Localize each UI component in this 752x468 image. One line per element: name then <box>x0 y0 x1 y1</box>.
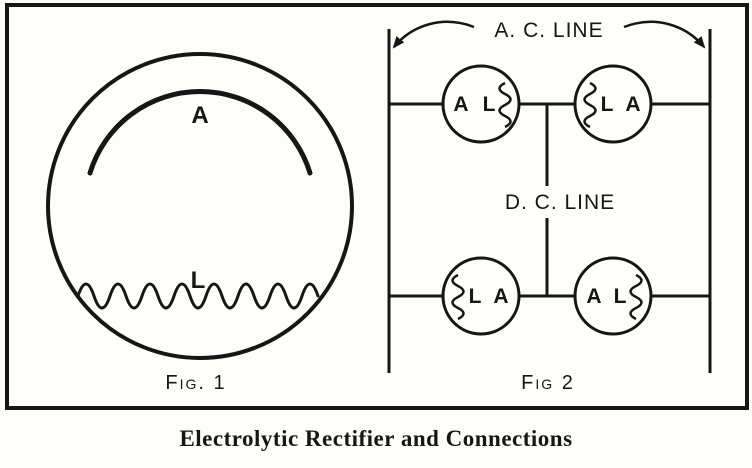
fig1-lead-electrode-label: L <box>191 267 206 294</box>
lead-electrode-squiggle <box>629 273 643 321</box>
fig1-aluminum-electrode-label: A <box>191 102 208 129</box>
page-title: Electrolytic Rectifier and Connections <box>179 426 572 451</box>
cell-letter-right: L <box>483 93 496 116</box>
lead-electrode-squiggle <box>76 282 320 310</box>
cell-letter-right: L <box>614 285 627 308</box>
fig1-caption: Fig. 1 <box>165 372 226 394</box>
cell-letter-left: A <box>586 285 601 308</box>
cell-letter-left: A <box>453 93 468 116</box>
dc-line-label: D. C. LINE <box>505 191 615 214</box>
ac-arrow-right-icon <box>623 20 706 49</box>
lead-electrode-squiggle <box>451 273 465 321</box>
cell-letter-right: A <box>493 285 508 308</box>
fig2-group: A. C. LINE D. C. LINE A L L <box>387 19 712 394</box>
cell-letter-left: L <box>469 285 482 308</box>
rectifier-cell-top-left: A L <box>441 64 521 144</box>
rectifier-cell-bottom-left: L A <box>441 256 521 336</box>
aluminum-electrode-arc <box>87 89 313 176</box>
rectifier-cell-top-right: L A <box>573 64 653 144</box>
cell-letter-right: A <box>625 93 640 116</box>
fig1-group: A L Fig. 1 <box>46 52 354 394</box>
diagram-border <box>5 3 749 410</box>
ac-arrow-left-icon <box>392 20 475 49</box>
lead-electrode-squiggle <box>583 81 597 129</box>
fig2-caption: Fig 2 <box>521 372 575 394</box>
lead-electrode-squiggle <box>498 81 512 129</box>
ac-line-label: A. C. LINE <box>494 19 603 42</box>
cell-letter-left: L <box>601 93 614 116</box>
rectifier-cell-bottom-right: A L <box>573 256 653 336</box>
rectifier-jar-circle <box>46 52 354 360</box>
